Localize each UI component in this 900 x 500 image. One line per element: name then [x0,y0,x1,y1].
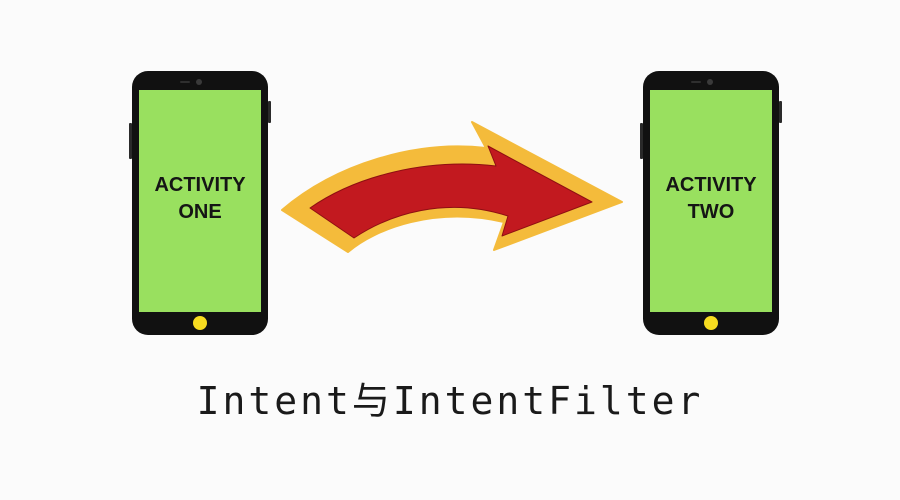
phone-side-button [129,123,132,159]
phone-side-button [268,101,271,123]
phone-speaker [691,81,701,83]
phone-activity-one: ACTIVITY ONE [129,71,271,335]
phone-side-button [779,101,782,123]
camera-icon [707,79,713,85]
transition-arrow-icon [281,121,623,253]
phone-activity-two: ACTIVITY TWO [640,71,782,335]
activity-one-label: ACTIVITY ONE [154,174,246,223]
activity-two-label: ACTIVITY TWO [665,174,757,223]
home-button-icon [704,316,718,330]
home-button-icon [193,316,207,330]
camera-icon [196,79,202,85]
phone-speaker [180,81,190,83]
caption-title: Intent与IntentFilter [196,379,704,423]
phone-side-button [640,123,643,159]
phone-screen: ACTIVITY TWO [650,90,772,312]
arrow-body [309,145,593,239]
phone-screen: ACTIVITY ONE [139,90,261,312]
